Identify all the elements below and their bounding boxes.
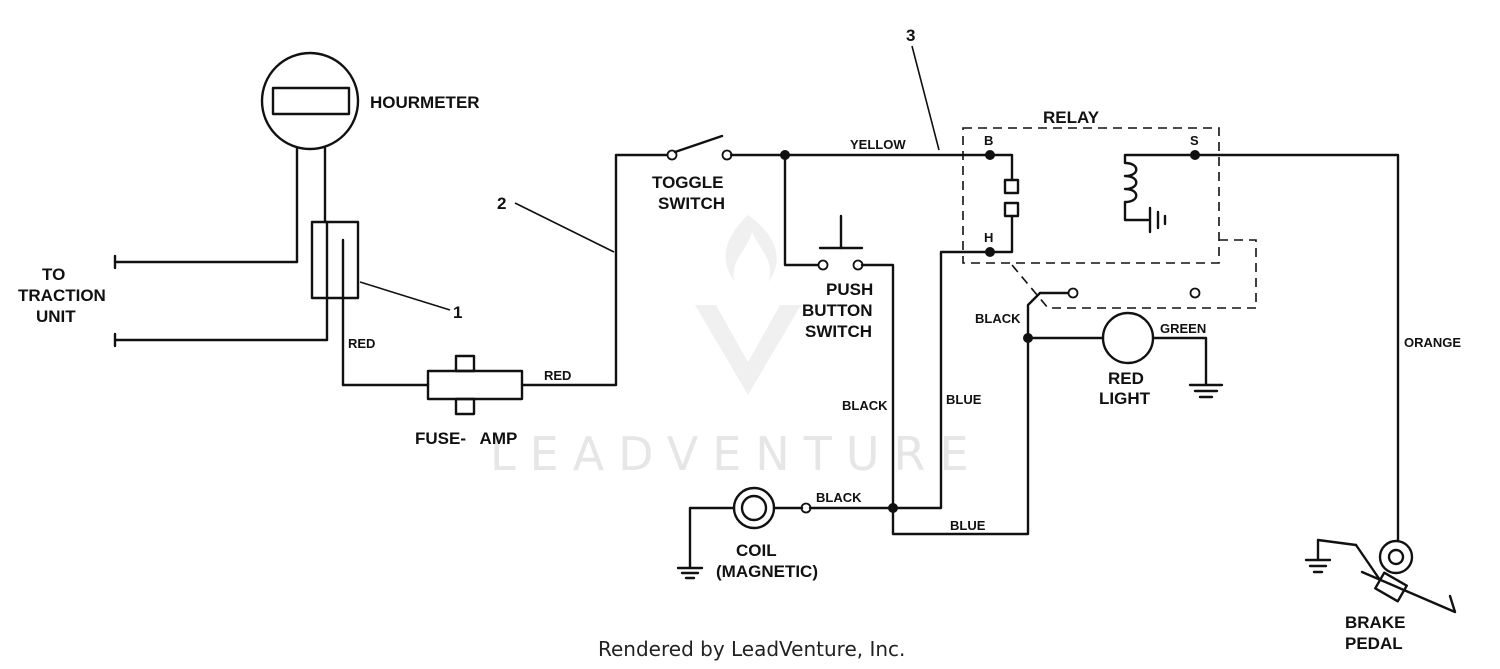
black-wire-light (1026, 291, 1042, 340)
toggle-label-1: TOGGLE (652, 173, 723, 192)
watermark-logo (695, 215, 801, 395)
push-label-2: BUTTON (802, 301, 873, 320)
hourmeter (260, 51, 360, 264)
callout-3-leader (911, 45, 940, 151)
callout-1-leader (359, 281, 451, 311)
blue-wire-label-1: BLUE (946, 392, 982, 407)
blue-wire-label-2: BLUE (950, 518, 986, 533)
relay-terminal-s: S (1190, 133, 1199, 148)
orange-wire-label: ORANGE (1404, 335, 1461, 350)
relay-terminal-h: H (984, 230, 993, 245)
green-wire-label: GREEN (1160, 321, 1206, 336)
brake-pedal-switch (1304, 538, 1457, 614)
black-wire-label-3: BLACK (975, 311, 1021, 326)
push-label-1: PUSH (826, 280, 873, 299)
relay (962, 127, 1257, 309)
callout-2: 2 (497, 194, 506, 213)
connector-block (310, 220, 360, 387)
red-wire-label-a: RED (348, 336, 375, 351)
callout-1: 1 (453, 303, 462, 322)
watermark-text: LEADVENTURE (490, 427, 983, 481)
push-button-switch (817, 214, 864, 271)
orange-wire (1193, 153, 1400, 542)
magnetic-coil (676, 486, 812, 580)
black-wire-label-1: BLACK (842, 398, 888, 413)
red-light (1026, 311, 1224, 399)
brake-label-2: PEDAL (1345, 634, 1403, 653)
toggle-label-2: SWITCH (658, 194, 725, 213)
coil-label-1: COIL (736, 541, 777, 560)
blue-wire-loop (891, 336, 1030, 536)
black-wire-label-2: BLACK (816, 490, 862, 505)
red-light-label-1: RED (1108, 369, 1144, 388)
brake-label-1: BRAKE (1345, 613, 1405, 632)
red-wire-to-toggle (520, 153, 670, 387)
black-wire-push (860, 263, 895, 510)
relay-label: RELAY (1043, 108, 1100, 127)
toggle-switch (666, 134, 733, 161)
push-label-3: SWITCH (805, 322, 872, 341)
red-wire-label-b: RED (544, 368, 571, 383)
to-traction-label-3: UNIT (36, 307, 76, 326)
blue-wire-relay (891, 250, 992, 510)
relay-terminal-b: B (984, 133, 993, 148)
callout-3: 3 (906, 26, 915, 45)
footer-credit: Rendered by LeadVenture, Inc. (598, 637, 905, 661)
to-traction-label-1: TO (42, 265, 65, 284)
push-button-feed (783, 153, 821, 267)
fuse-label: FUSE- AMP (415, 429, 517, 448)
callout-2-leader (514, 202, 615, 253)
red-light-label-2: LIGHT (1099, 389, 1151, 408)
fuse (426, 354, 524, 416)
yellow-wire-label: YELLOW (850, 137, 906, 152)
coil-label-2: (MAGNETIC) (716, 562, 818, 581)
hourmeter-label: HOURMETER (370, 93, 480, 112)
to-traction-label-2: TRACTION (18, 286, 106, 305)
